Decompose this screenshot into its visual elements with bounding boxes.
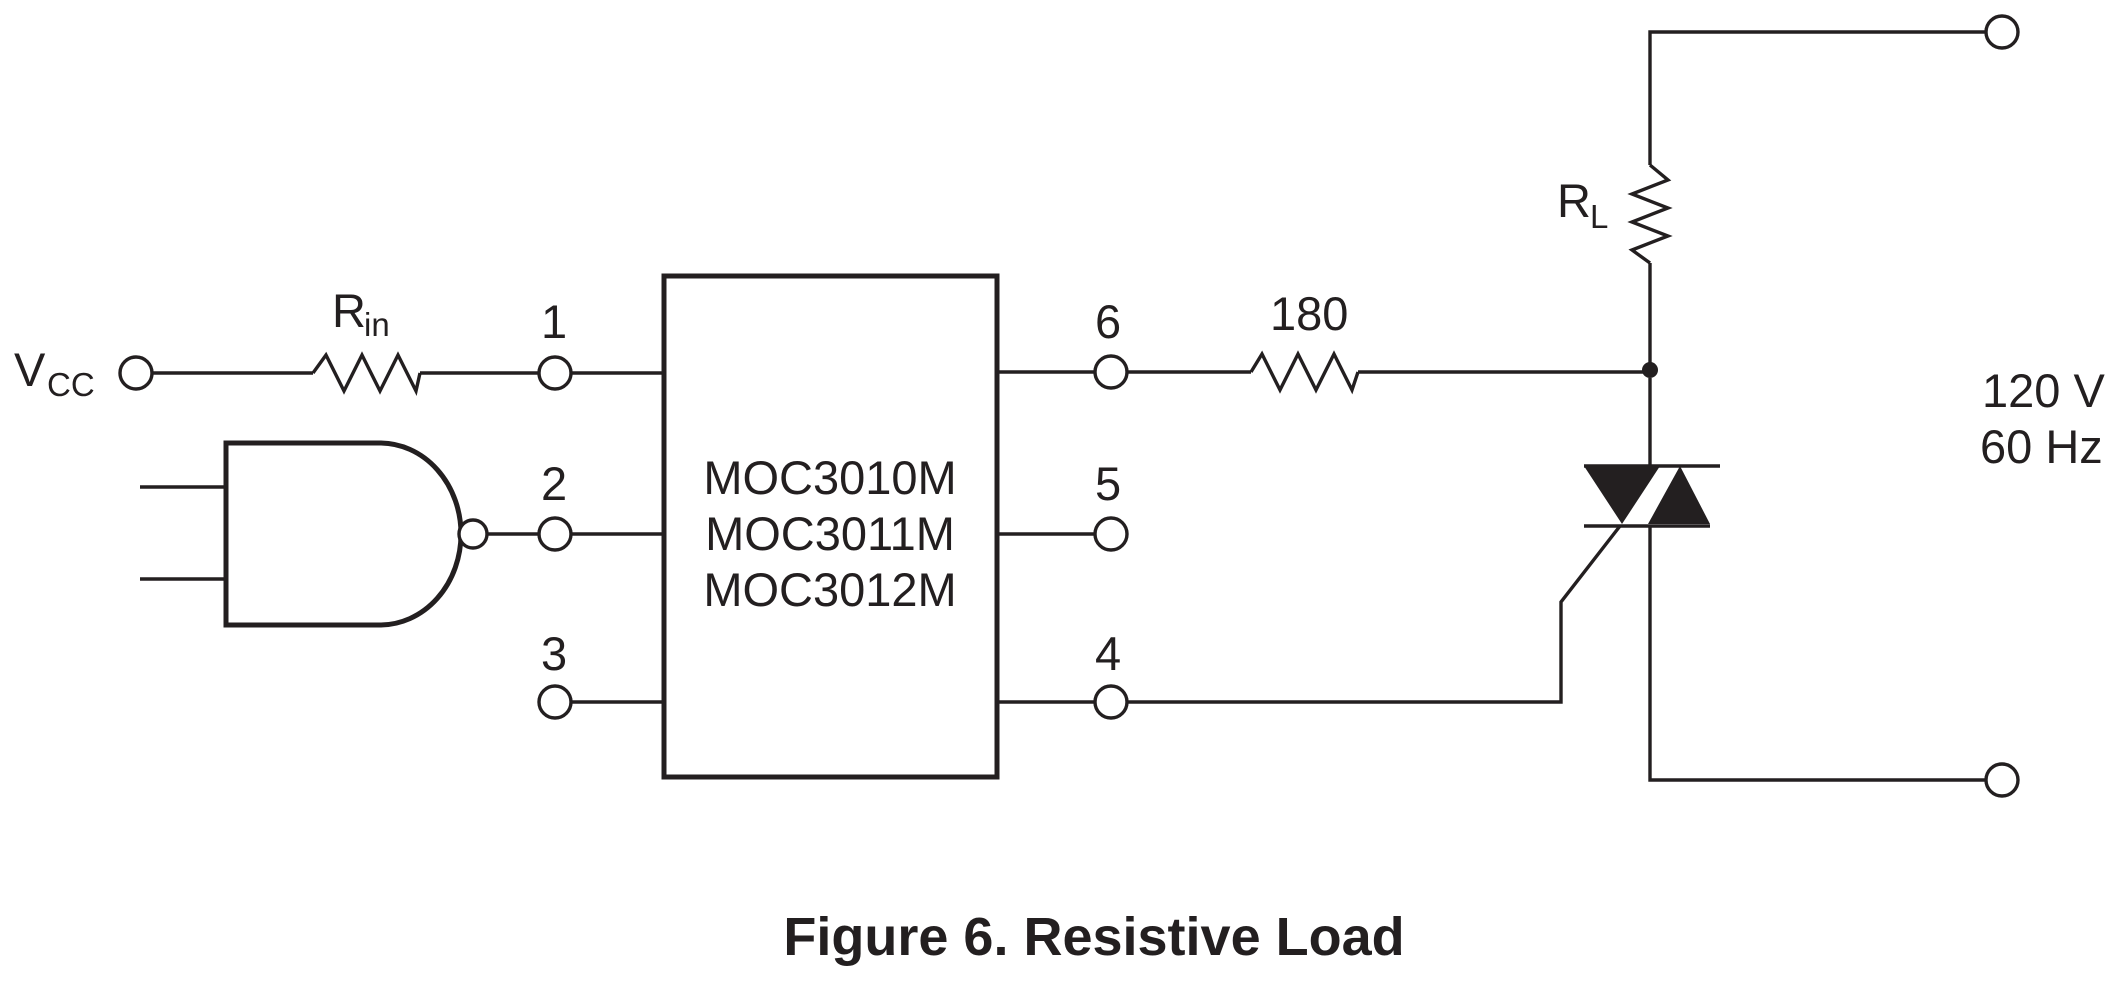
triac-triangle-right xyxy=(1648,466,1710,524)
pin-3-label: 3 xyxy=(541,627,567,680)
vcc-subscript: CC xyxy=(47,366,95,403)
ac-bottom-terminal xyxy=(1984,762,2020,798)
optocoupler-ic: MOC3010M MOC3011M MOC3012M xyxy=(661,273,1000,780)
junction-dot xyxy=(1642,362,1658,378)
pin-3-terminal xyxy=(537,684,573,720)
pin-5-terminal xyxy=(1093,516,1129,552)
vcc-label: V xyxy=(14,343,46,396)
pin-4-terminal xyxy=(1093,684,1129,720)
r180-label: 180 xyxy=(1270,287,1348,340)
pin-6-label: 6 xyxy=(1095,295,1121,348)
rin-resistor: R in xyxy=(152,284,539,397)
triac-gate-wire xyxy=(1127,524,1622,704)
nand-gate xyxy=(140,440,489,628)
supply-frequency-label: 60 Hz xyxy=(1980,420,2103,473)
vcc-terminal xyxy=(118,355,154,391)
figure-caption: Figure 6. Resistive Load xyxy=(783,907,1404,967)
pin-5-label: 5 xyxy=(1095,457,1121,510)
triac xyxy=(1127,378,1985,782)
triac-triangle-left xyxy=(1584,466,1660,524)
pin-1-terminal xyxy=(537,355,573,391)
pin-2-label: 2 xyxy=(541,457,567,510)
ic-part-line-3: MOC3012M xyxy=(703,563,956,616)
vcc-input: V CC xyxy=(14,343,154,403)
ac-top-terminal xyxy=(1984,14,2020,50)
pin-4-label: 4 xyxy=(1095,627,1121,680)
ic-part-line-1: MOC3010M xyxy=(703,451,956,504)
supply-voltage-label: 120 V xyxy=(1982,364,2105,417)
rl-label: R xyxy=(1557,174,1591,227)
rin-label: R xyxy=(332,284,366,337)
r180-resistor: 180 xyxy=(1127,287,1650,395)
rl-subscript: L xyxy=(1590,198,1608,235)
nand-inversion-bubble xyxy=(457,518,489,550)
rl-load-resistor: R L xyxy=(1557,30,1985,363)
pin-2-terminal xyxy=(537,516,573,552)
pin-1-label: 1 xyxy=(541,295,567,348)
rin-subscript: in xyxy=(364,306,390,343)
ic-part-line-2: MOC3011M xyxy=(705,507,955,560)
pin-6-terminal xyxy=(1093,354,1129,390)
